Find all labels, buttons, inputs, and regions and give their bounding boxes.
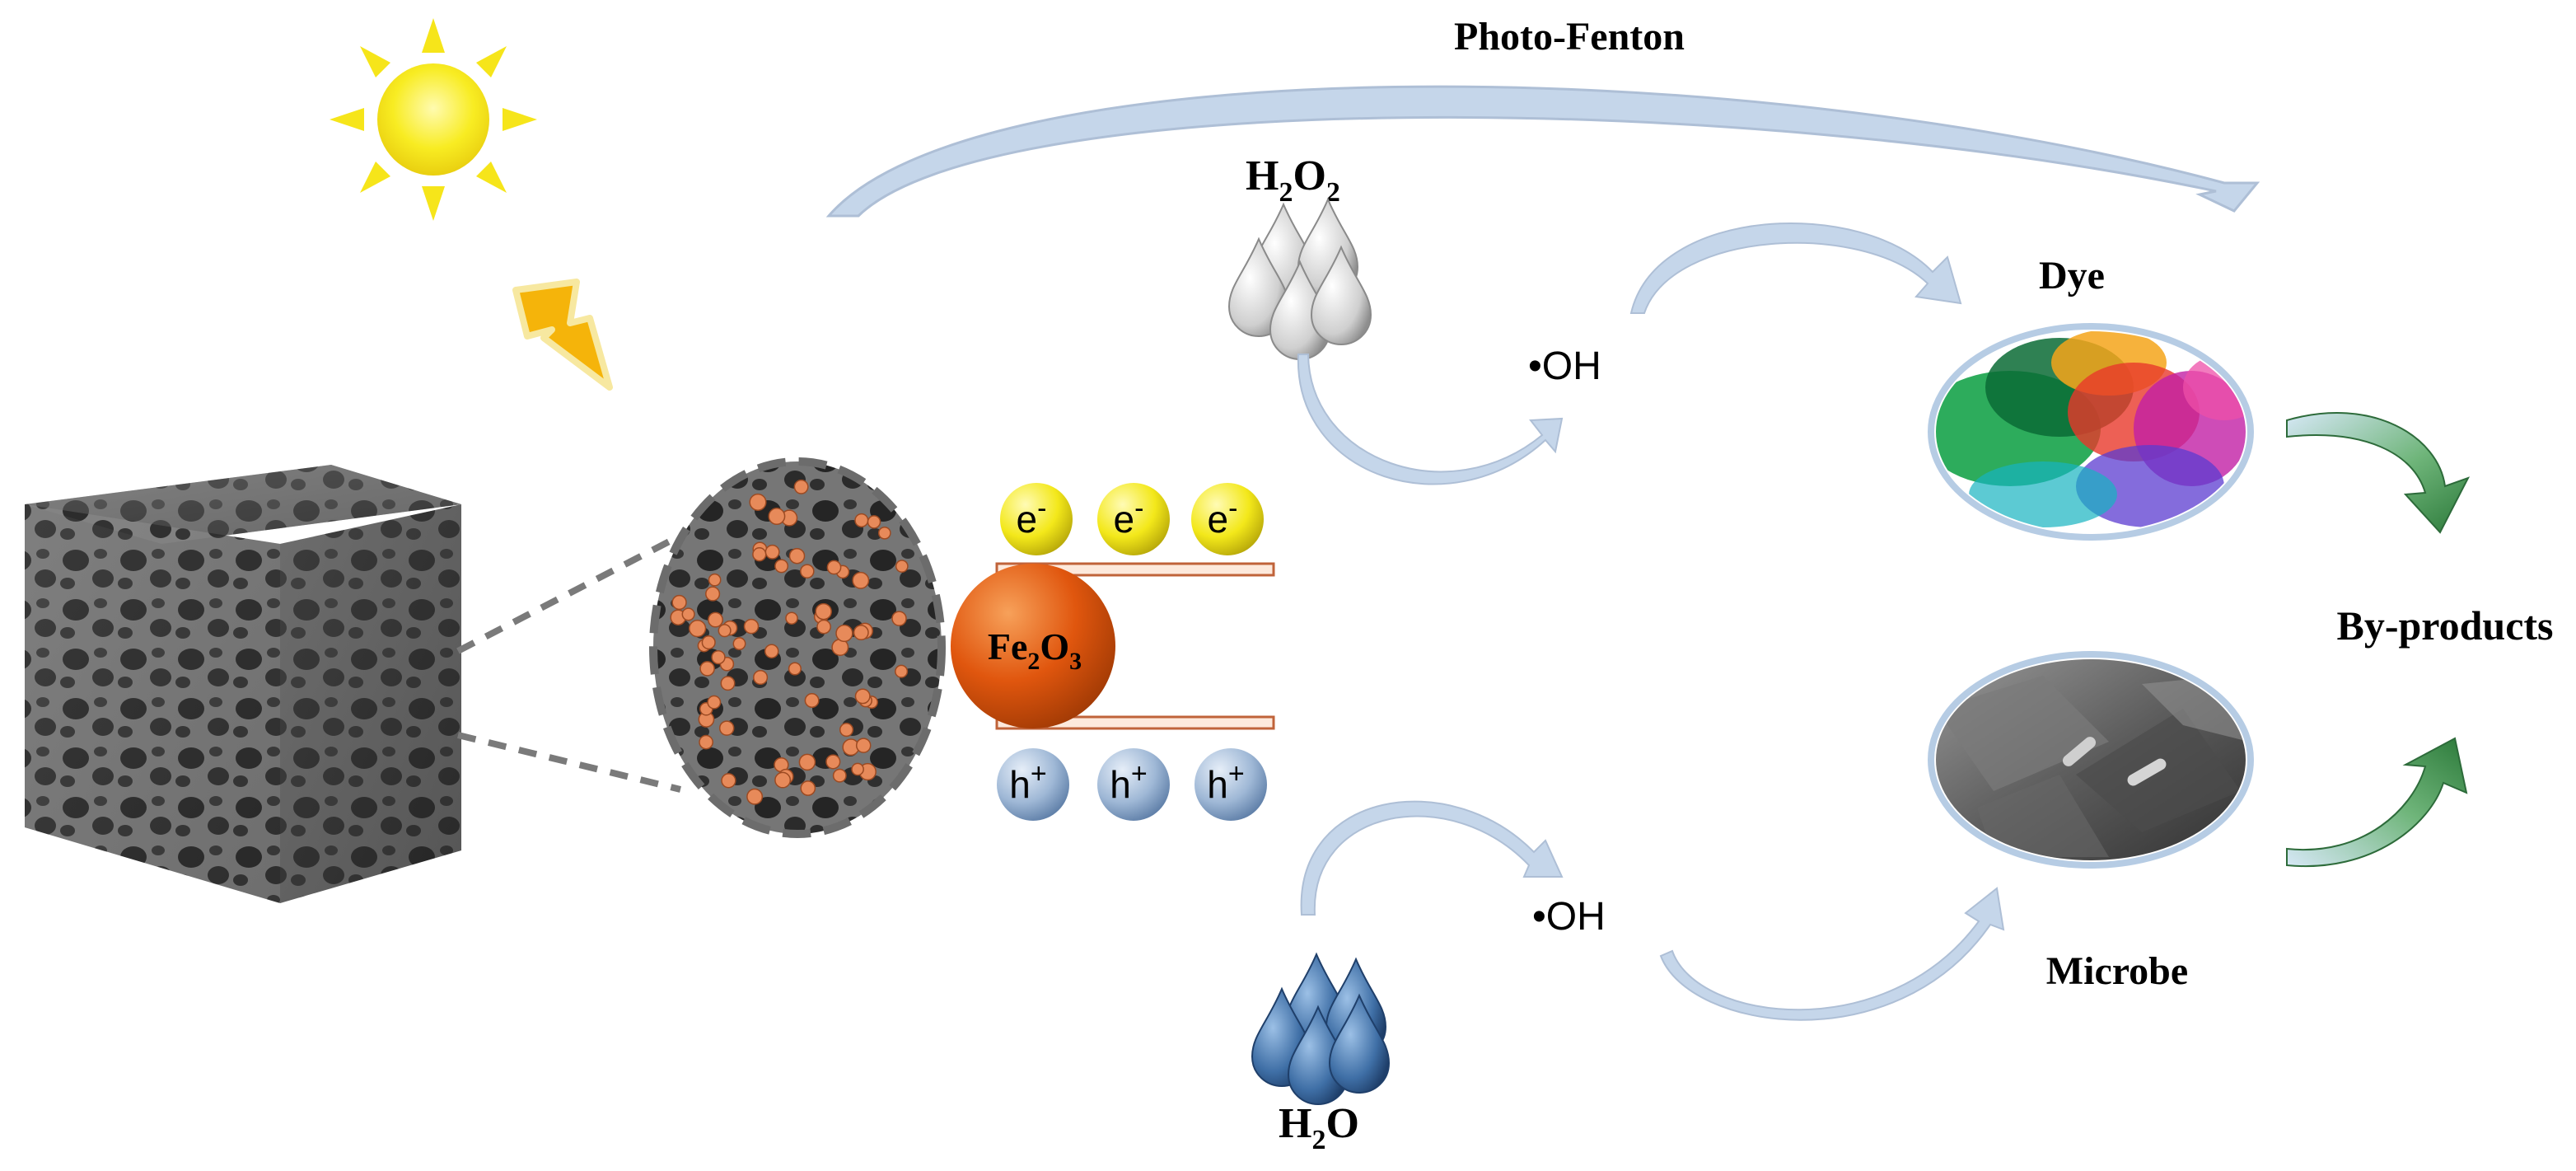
svg-text:e-: e-: [1017, 493, 1047, 541]
nanoparticle: [701, 635, 716, 650]
nanoparticle: [711, 649, 726, 665]
sun-icon: [330, 18, 537, 221]
hole-3: h+: [1194, 748, 1267, 821]
nanoparticle: [800, 780, 816, 796]
nanoparticle: [753, 669, 769, 686]
oh-to-microbe-arrow: [1659, 887, 2005, 1021]
svg-text:h+: h+: [1207, 758, 1244, 806]
h2o-label: H2O: [1279, 1100, 1359, 1155]
fe2o3-particle: Fe2O3: [951, 564, 1115, 728]
nanoparticle: [816, 619, 831, 635]
nanoparticle: [752, 547, 767, 562]
nanoparticle: [839, 723, 854, 738]
dye-label: Dye: [2039, 254, 2105, 297]
nanoparticle: [774, 771, 792, 789]
nanoparticle: [681, 607, 695, 621]
nanoparticle: [749, 493, 767, 511]
nanoparticle: [732, 637, 746, 651]
byproducts-label: By-products: [2336, 602, 2553, 649]
oh-radical-bottom: •OH: [1532, 895, 1606, 939]
electron-2: e-: [1097, 483, 1170, 555]
nanoparticle: [867, 515, 881, 529]
nanoparticle: [826, 560, 842, 575]
nanoparticle: [853, 625, 869, 641]
oh-radical-top: •OH: [1528, 344, 1601, 388]
nanoparticle: [705, 586, 721, 602]
nanoparticle: [746, 788, 764, 805]
nanoparticle: [764, 644, 779, 658]
nanoparticle: [720, 676, 736, 691]
nanoparticle: [832, 768, 847, 783]
nanoparticle: [768, 508, 786, 525]
fe2o3-nanoparticles: [670, 479, 909, 805]
nanoparticle: [699, 661, 715, 677]
dye-to-byproducts-arrow: [2286, 412, 2471, 534]
nanoparticle: [793, 479, 809, 494]
nanoparticle: [688, 619, 707, 638]
nanoparticle: [743, 618, 760, 635]
h2o2-label: H2O2: [1246, 152, 1340, 208]
svg-text:h+: h+: [1110, 758, 1147, 806]
nanoparticle: [891, 611, 907, 626]
svg-text:e-: e-: [1114, 493, 1144, 541]
oh-to-dye-arrow: [1629, 222, 1962, 314]
nanoparticle: [854, 513, 869, 527]
svg-text:Fe2O3: Fe2O3: [988, 625, 1082, 675]
porous-cube: [25, 465, 461, 903]
h2o2-to-oh-arrow: [1297, 354, 1564, 485]
nanoparticle: [708, 573, 722, 587]
h2o2-drops-icon: [1227, 197, 1372, 361]
nanoparticle: [718, 624, 732, 638]
water-drops-icon: [1251, 952, 1391, 1106]
nanoparticle: [764, 544, 780, 560]
hole-2: h+: [1097, 748, 1170, 821]
nanoparticle: [825, 754, 841, 770]
nanoparticle: [895, 560, 909, 573]
nanoparticle: [835, 624, 853, 643]
nanoparticle: [788, 662, 802, 676]
nanoparticle: [785, 611, 798, 625]
svg-text:e-: e-: [1208, 493, 1238, 541]
nanoparticle: [707, 695, 722, 710]
nanoparticle: [800, 564, 815, 578]
microbe-label: Microbe: [2046, 949, 2188, 993]
zoom-lines: [456, 532, 682, 793]
nanoparticle: [854, 688, 871, 705]
lightning-icon: [512, 279, 613, 391]
h2o-to-oh-arrow: [1300, 800, 1564, 916]
nanoparticle: [852, 571, 870, 589]
nanoparticle: [855, 738, 872, 753]
nanoparticle: [699, 734, 713, 750]
nanoparticle: [718, 720, 735, 736]
nanoparticle: [774, 559, 789, 574]
nanoparticle: [815, 602, 832, 621]
microbe-image: [1928, 651, 2254, 869]
nanoparticle: [788, 547, 806, 564]
nanoparticle: [708, 611, 723, 628]
nanoparticle: [798, 753, 816, 771]
nanoparticle: [877, 526, 891, 540]
nanoparticle: [721, 773, 736, 789]
dye-image: [1928, 323, 2254, 541]
nanoparticle: [804, 693, 820, 708]
svg-text:h+: h+: [1009, 758, 1046, 806]
photo-fenton-label: Photo-Fenton: [1454, 15, 1685, 59]
nanoparticle: [671, 594, 687, 611]
nanoparticle: [851, 762, 864, 776]
zoomed-foam-image: [649, 457, 946, 838]
electron-1: e-: [1000, 483, 1073, 555]
nanoparticle: [895, 664, 909, 678]
microbe-to-byproducts-arrow: [2286, 737, 2468, 868]
photo-fenton-arrow: [825, 85, 2260, 218]
hole-1: h+: [997, 748, 1069, 821]
electron-3: e-: [1191, 483, 1264, 555]
